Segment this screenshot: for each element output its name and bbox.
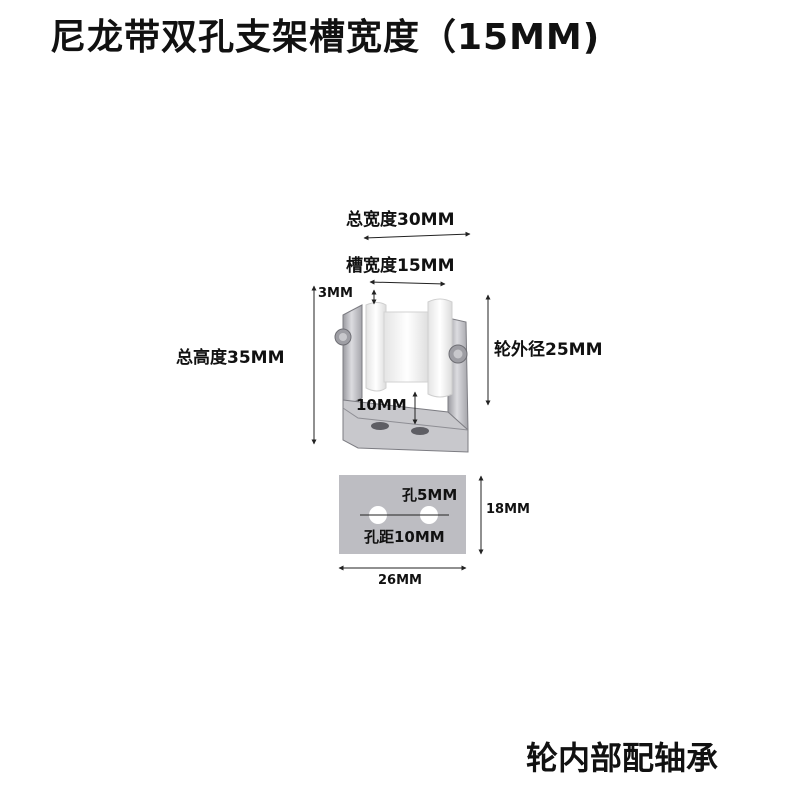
base-hole-left (371, 422, 389, 430)
base-hole-right (411, 427, 429, 435)
plate-height-label: 18MM (486, 502, 530, 517)
wheel-diameter-label: 轮外径25MM (494, 340, 603, 360)
nylon-wheel (365, 298, 453, 398)
groove-width-line (369, 279, 446, 287)
total-width-line (363, 231, 471, 241)
hole-spacing-label: 孔距10MM (364, 528, 445, 546)
total-height-label: 总高度35MM (176, 348, 285, 368)
hole-diameter-label: 孔5MM (402, 486, 458, 504)
total-width-label: 总宽度30MM (346, 210, 455, 230)
hole-height-label: 10MM (356, 396, 407, 414)
flange-label: 3MM (318, 286, 353, 301)
product-title: 尼龙带双孔支架槽宽度（15MM) (50, 17, 601, 58)
bracket-plate (339, 475, 466, 554)
groove-width-label: 槽宽度15MM (346, 256, 455, 276)
plate-width-label: 26MM (378, 573, 422, 588)
bearing-note: 轮内部配轴承 (526, 739, 719, 777)
axle (334, 328, 468, 364)
